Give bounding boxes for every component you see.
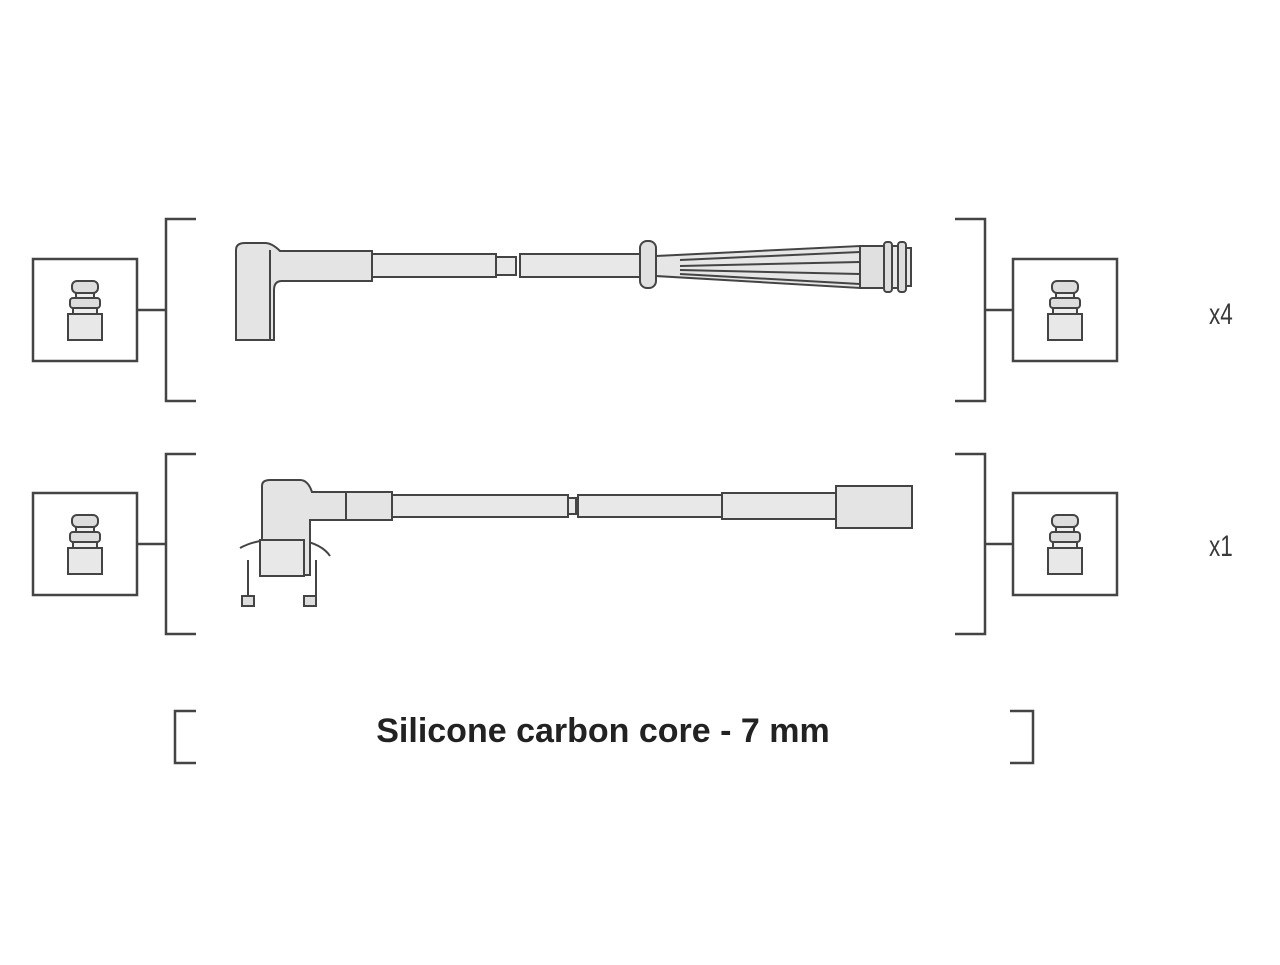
upper-ignition-cable (235, 240, 912, 341)
lower-right-bracket (955, 452, 987, 636)
caption-right-bracket (1010, 709, 1035, 765)
upper-set-quantity: x4 (1209, 298, 1233, 331)
spark-plug-terminal-icon (1047, 514, 1083, 575)
caption-left-bracket (173, 709, 196, 765)
spark-plug-terminal-icon (1047, 280, 1083, 341)
upper-right-terminal-box (985, 257, 1119, 363)
cable-core-caption: Silicone carbon core - 7 mm (376, 712, 830, 750)
upper-left-bracket (164, 217, 196, 403)
spark-plug-terminal-icon (67, 514, 103, 575)
lower-set-quantity: x1 (1209, 530, 1233, 563)
lower-left-bracket (164, 452, 196, 636)
lower-left-terminal-box (31, 491, 166, 597)
spark-plug-terminal-icon (67, 280, 103, 341)
upper-right-bracket (955, 217, 987, 403)
lower-ignition-cable (239, 479, 913, 607)
upper-left-terminal-box (31, 257, 166, 363)
lower-right-terminal-box (985, 491, 1119, 597)
